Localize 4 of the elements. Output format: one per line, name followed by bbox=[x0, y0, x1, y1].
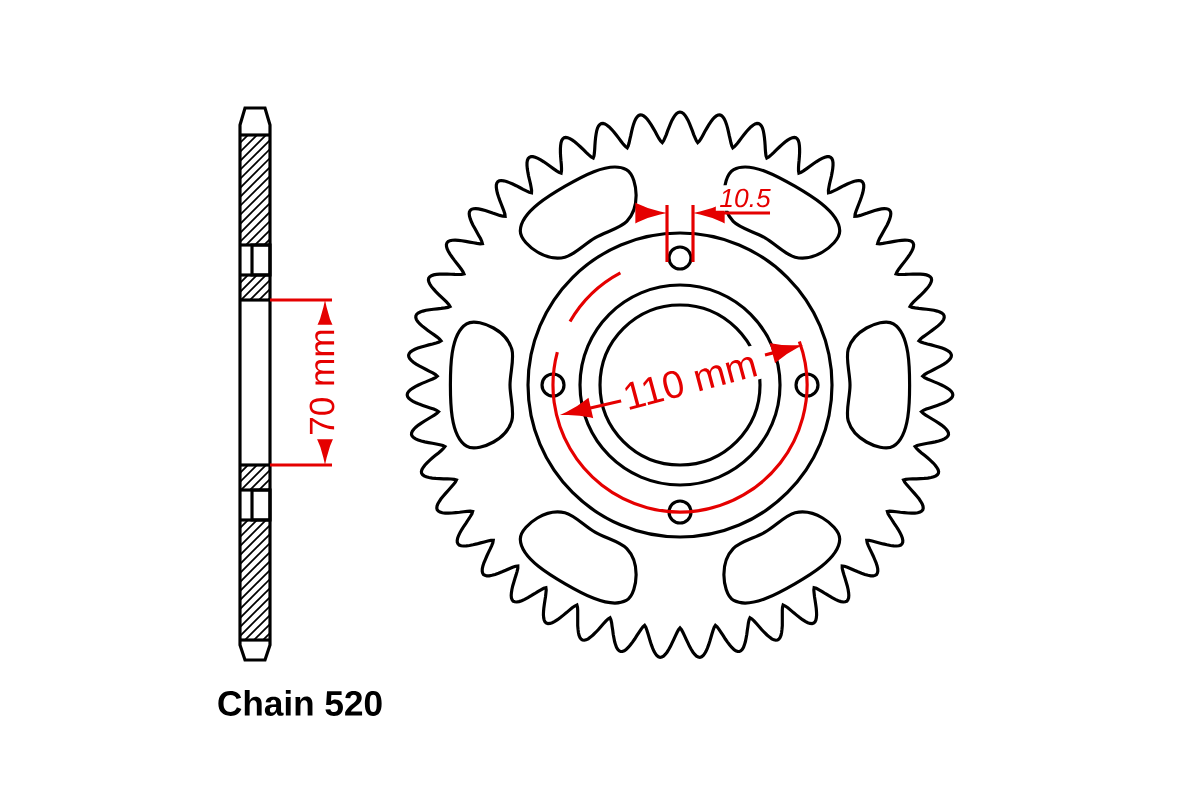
dimension-label: 70 mm bbox=[306, 324, 338, 440]
dimension-label: 110 mm bbox=[616, 344, 764, 416]
caption-text: Chain 520 bbox=[218, 690, 382, 716]
dimension-label: 10.5 bbox=[715, 185, 775, 211]
